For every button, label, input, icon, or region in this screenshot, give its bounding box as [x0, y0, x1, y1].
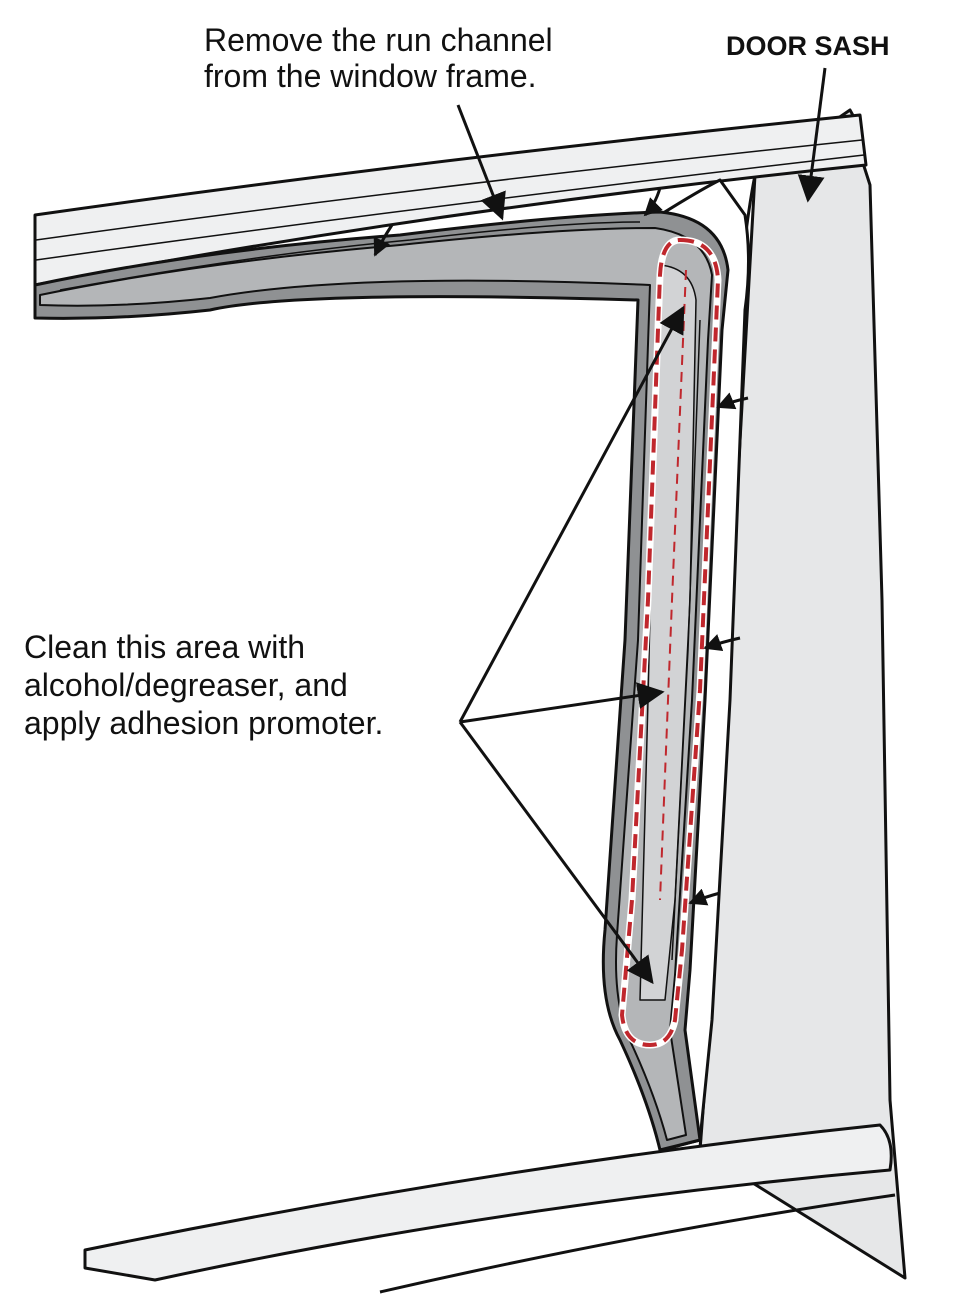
remove-run-channel-label: Remove the run channel from the window f… — [204, 22, 644, 94]
upper-rail-groove — [35, 139, 863, 241]
leader-clean-middle — [459, 682, 665, 724]
removal-arrow-top-2 — [643, 187, 663, 217]
removal-arrow-side-1 — [716, 392, 749, 410]
door-lower-panel-line — [379, 1193, 896, 1294]
upper-rail-groove-2 — [35, 154, 865, 261]
removal-arrow-side-3 — [688, 888, 721, 906]
clean-area-line-1: Clean this area with — [24, 629, 306, 665]
remove-run-channel-line-1: Remove the run channel — [204, 22, 553, 58]
clean-area-dashed-outline — [620, 238, 720, 1047]
run-channel-vertical-lip — [671, 319, 701, 961]
remove-run-channel-line-2: from the window frame. — [204, 58, 537, 94]
removal-arrow-top-1 — [373, 224, 394, 257]
run-channel-face — [39, 227, 713, 1141]
leader-clean-top — [458, 305, 685, 723]
removal-arrow-side-2 — [703, 634, 741, 652]
run-channel-top-lip — [59, 221, 641, 291]
door-sash-label: DOOR SASH — [726, 31, 890, 61]
upper-window-rail — [33, 113, 868, 287]
door-belt-line — [83, 1123, 893, 1282]
clean-area-label: Clean this area with alcohol/degreaser, … — [24, 628, 464, 742]
leader-door-sash — [797, 67, 827, 203]
clean-area-line-3: apply adhesion promoter. — [24, 705, 384, 741]
clean-area-inner-dash — [659, 269, 687, 901]
leader-clean-bottom — [458, 721, 654, 985]
clean-area-line-2: alcohol/degreaser, and — [24, 667, 348, 703]
leader-remove-run-channel — [456, 104, 506, 221]
